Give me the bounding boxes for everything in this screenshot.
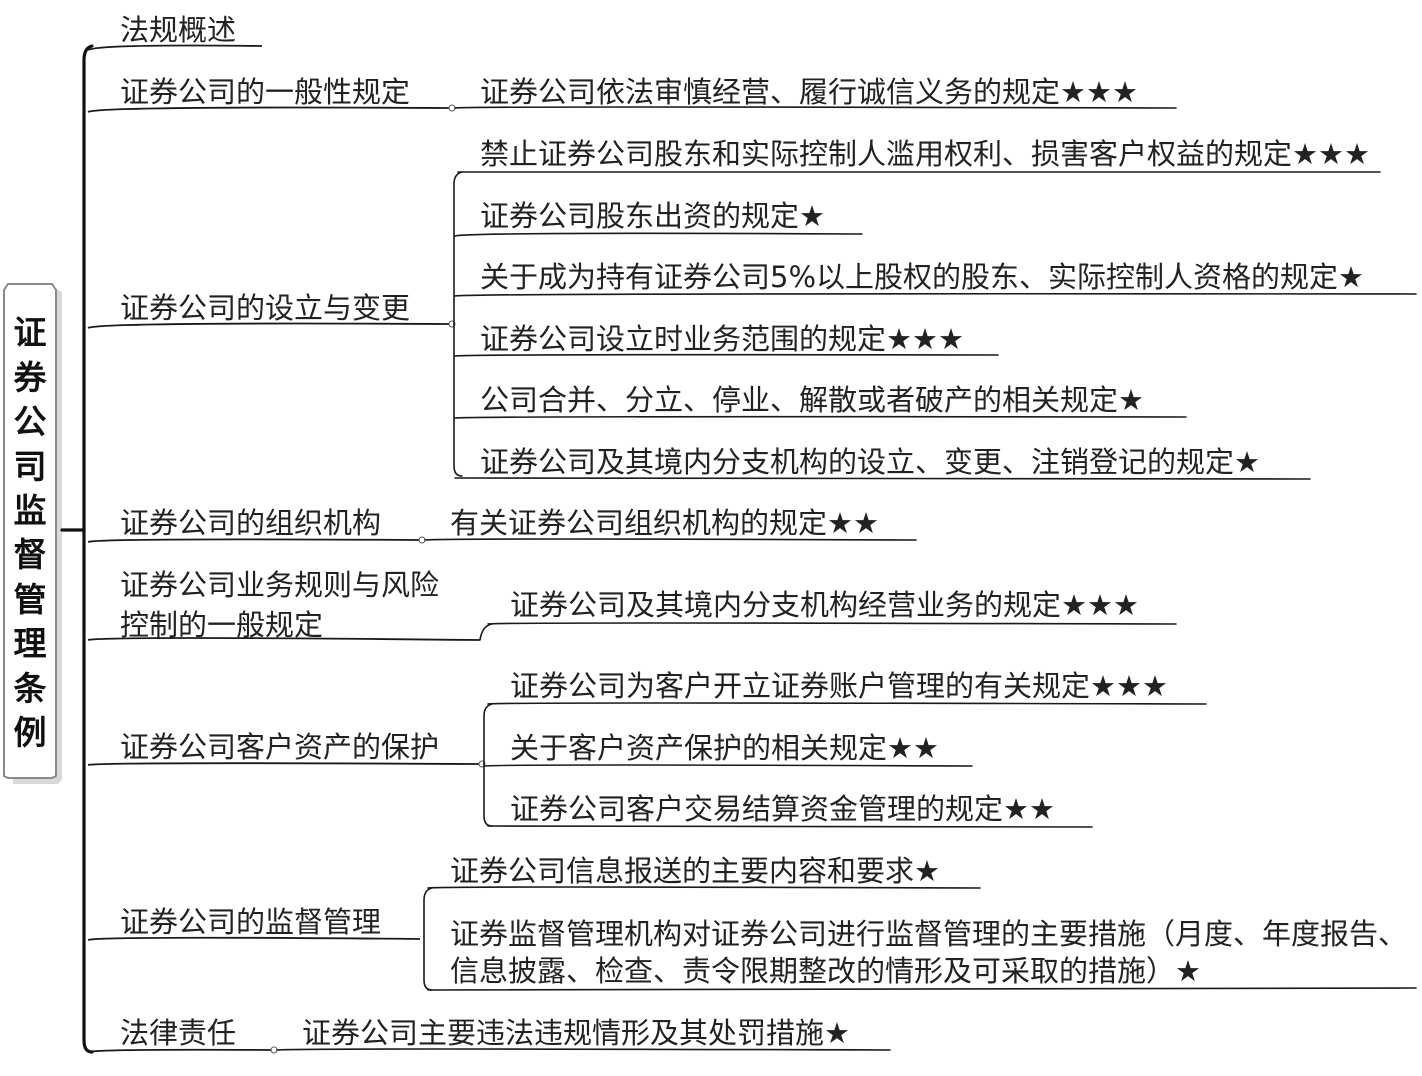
branch-label: 法规概述 xyxy=(120,13,236,47)
branch-underline xyxy=(87,322,451,329)
leaf-underline xyxy=(487,702,1207,705)
leaf-text: 禁止证券公司股东和实际控制人滥用权利、损害客户权益的规定★★★ xyxy=(480,137,1370,171)
leaf-node[interactable]: 证券公司及其境内分支机构的设立、变更、注销登记的规定★ xyxy=(454,445,1311,480)
connector-dot xyxy=(270,1046,278,1054)
sub-connector xyxy=(479,623,493,641)
leaf-underline xyxy=(454,232,863,237)
leaf-underline xyxy=(454,292,1417,297)
leaf-node[interactable]: 禁止证券公司股东和实际控制人滥用权利、损害客户权益的规定★★★ xyxy=(457,137,1381,173)
leaf-text: 信息披露、检查、责令限期整改的情形及可采取的措施）★ xyxy=(450,954,1201,988)
leaf-text: 关于成为持有证券公司5%以上股权的股东、实际控制人资格的规定★ xyxy=(480,260,1364,294)
branch-underline xyxy=(87,538,421,543)
leaf-underline xyxy=(484,764,973,767)
branch-label: 证券公司的监督管理 xyxy=(120,905,381,939)
branch-node[interactable]: 证券公司的设立与变更 xyxy=(87,291,451,329)
leaf-text: 有关证券公司组织机构的规定★★ xyxy=(450,506,879,540)
leaf-text: 证券公司股东出资的规定★ xyxy=(480,199,825,233)
leaf-underline xyxy=(276,1048,891,1051)
leaf-underline xyxy=(487,824,1093,828)
branch-node[interactable]: 证券公司的监督管理 xyxy=(87,905,421,941)
root-title-char: 券 xyxy=(14,358,48,397)
leaf-node[interactable]: 证券公司设立时业务范围的规定★★★ xyxy=(454,322,999,357)
leaf-underline xyxy=(427,886,981,889)
root-title-char: 理 xyxy=(14,624,47,663)
main-trunk xyxy=(82,44,94,1054)
leaf-underline xyxy=(454,353,999,357)
connector-dot xyxy=(448,104,456,112)
root-title-char: 督 xyxy=(14,535,47,574)
leaf-text: 证券公司依法审慎经营、履行诚信义务的规定★★★ xyxy=(480,75,1138,109)
leaf-underline xyxy=(424,538,917,541)
root-title-char: 证 xyxy=(14,313,47,352)
branch-underline xyxy=(87,44,263,51)
leaf-text: 证券公司及其境内分支机构的设立、变更、注销登记的规定★ xyxy=(480,445,1260,479)
sub-bracket xyxy=(483,703,493,827)
branch-underline xyxy=(87,1048,273,1053)
branch-label: 法律责任 xyxy=(120,1016,236,1050)
branch-underline xyxy=(87,936,421,941)
leaf-text: 证券公司及其境内分支机构经营业务的规定★★★ xyxy=(510,588,1139,622)
leaf-node[interactable]: 证券监督管理机构对证券公司进行监督管理的主要措施（月度、年度报告、 信息披露、检… xyxy=(427,917,1417,991)
branch-underline xyxy=(87,637,481,641)
leaf-underline xyxy=(487,622,1177,625)
branch-label: 证券公司业务规则与风险 xyxy=(120,568,439,602)
root-title-char: 条 xyxy=(14,669,47,708)
leaf-text: 证券监督管理机构对证券公司进行监督管理的主要措施（月度、年度报告、 xyxy=(450,917,1407,951)
branch-label: 证券公司客户资产的保护 xyxy=(120,730,439,764)
root-title-char: 管 xyxy=(14,580,47,619)
branch-label: 控制的一般规定 xyxy=(120,608,323,642)
leaf-text: 证券公司客户交易结算资金管理的规定★★ xyxy=(510,792,1055,826)
leaf-node[interactable]: 证券公司主要违法违规情形及其处罚措施★ xyxy=(276,1016,891,1051)
leaf-underline xyxy=(454,415,1187,419)
branch-underline xyxy=(87,762,481,766)
leaf-text: 公司合并、分立、停业、解散或者破产的相关规定★ xyxy=(480,383,1144,417)
branch-node[interactable]: 证券公司客户资产的保护 xyxy=(87,730,481,766)
leaf-node[interactable]: 证券公司及其境内分支机构经营业务的规定★★★ xyxy=(487,588,1177,625)
branch-node[interactable]: 证券公司业务规则与风险 控制的一般规定 xyxy=(87,568,481,642)
leaf-underline xyxy=(454,476,1311,480)
branch-underline xyxy=(87,106,451,113)
leaf-underline xyxy=(427,987,1417,991)
leaf-text: 证券公司信息报送的主要内容和要求★ xyxy=(450,854,940,888)
sub-bracket xyxy=(423,887,433,991)
leaf-node[interactable]: 关于客户资产保护的相关规定★★ xyxy=(484,731,973,767)
branch-label: 证券公司的一般性规定 xyxy=(120,75,410,109)
connector-dot xyxy=(418,536,426,544)
leaf-node[interactable]: 证券公司客户交易结算资金管理的规定★★ xyxy=(487,792,1093,828)
root-title-char: 司 xyxy=(14,447,47,486)
leaf-text: 证券公司主要违法违规情形及其处罚措施★ xyxy=(302,1016,850,1050)
sub-bracket xyxy=(453,171,463,477)
root-node[interactable]: 证 券 公 司 监 督 管 理 条 例 xyxy=(3,283,62,784)
leaf-underline xyxy=(454,106,1177,109)
branch-label: 证券公司的设立与变更 xyxy=(120,291,410,325)
leaf-node[interactable]: 证券公司依法审慎经营、履行诚信义务的规定★★★ xyxy=(454,75,1177,109)
leaf-node[interactable]: 证券公司信息报送的主要内容和要求★ xyxy=(427,854,981,889)
branch-node[interactable]: 证券公司的组织机构 xyxy=(87,506,421,543)
leaf-node[interactable]: 有关证券公司组织机构的规定★★ xyxy=(424,506,917,541)
leaf-node[interactable]: 关于成为持有证券公司5%以上股权的股东、实际控制人资格的规定★ xyxy=(454,260,1417,297)
branch-node[interactable]: 法规概述 xyxy=(87,13,263,51)
leaf-node[interactable]: 公司合并、分立、停业、解散或者破产的相关规定★ xyxy=(454,383,1187,419)
leaf-node[interactable]: 证券公司股东出资的规定★ xyxy=(454,199,863,237)
branch-label: 证券公司的组织机构 xyxy=(120,506,381,540)
leaf-text: 证券公司为客户开立证券账户管理的有关规定★★★ xyxy=(510,669,1168,703)
root-title-char: 公 xyxy=(14,402,47,441)
leaf-text: 证券公司设立时业务范围的规定★★★ xyxy=(480,322,964,356)
root-title-char: 监 xyxy=(14,491,47,530)
leaf-node[interactable]: 证券公司为客户开立证券账户管理的有关规定★★★ xyxy=(487,669,1207,705)
root-title-char: 例 xyxy=(14,713,47,752)
leaf-underline xyxy=(457,170,1381,173)
branch-node[interactable]: 证券公司的一般性规定 xyxy=(87,75,451,113)
leaf-text: 关于客户资产保护的相关规定★★ xyxy=(510,731,939,765)
branch-node[interactable]: 法律责任 xyxy=(87,1016,273,1053)
